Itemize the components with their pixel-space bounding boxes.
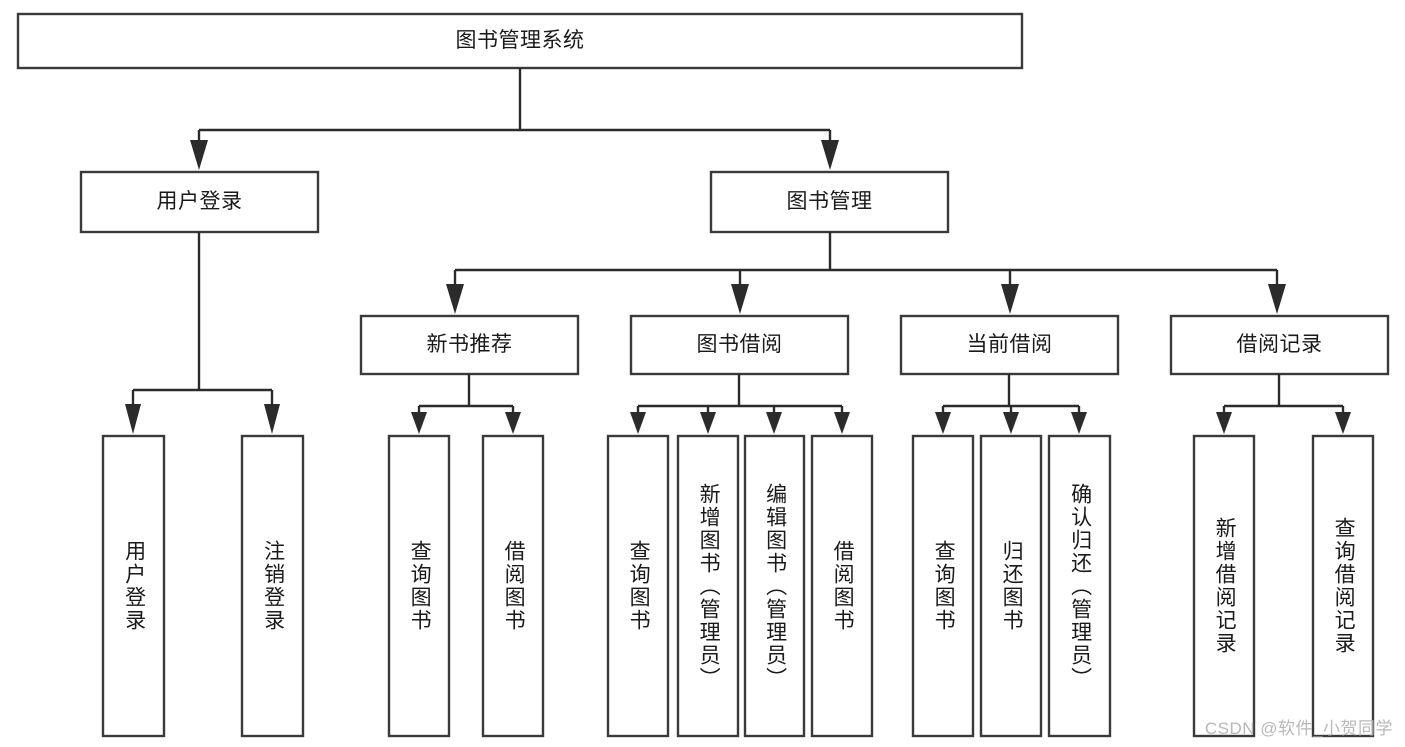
node-box-borrow-record[interactable] (1169, 314, 1390, 376)
node-box-new-book-recommend[interactable] (359, 314, 580, 376)
connector-current-borrow-to-leaves (935, 374, 1087, 434)
node-box-current-borrow[interactable] (899, 314, 1120, 376)
node-box-root[interactable] (16, 12, 1024, 70)
node-box-user-login[interactable] (79, 170, 320, 234)
node-box-leaf-query-book-2[interactable] (606, 434, 670, 738)
node-box-book-management[interactable] (709, 170, 950, 234)
node-box-leaf-edit-book[interactable] (743, 434, 806, 738)
connector-book-management-to-level3 (446, 232, 1286, 314)
node-box-leaf-query-book-1[interactable] (387, 434, 451, 738)
arrow-head-leaf-user-logout (264, 404, 280, 434)
connector-root-to-level2 (190, 68, 839, 170)
arrow-head-leaf-user-login (125, 404, 141, 434)
arrow-head-leaf-borrow-book-1 (505, 412, 521, 434)
node-box-leaf-borrow-book-1[interactable] (481, 434, 545, 738)
arrow-head-leaf-add-record (1216, 412, 1232, 434)
node-box-leaf-borrow-book-2[interactable] (810, 434, 874, 738)
node-box-leaf-add-book[interactable] (676, 434, 740, 738)
arrow-head-leaf-edit-book (766, 412, 782, 434)
arrow-head-leaf-query-book-1 (411, 412, 427, 434)
arrow-head-leaf-confirm-return (1071, 412, 1087, 434)
node-box-leaf-user-logout[interactable] (240, 434, 305, 738)
arrow-head-book-borrow (731, 284, 749, 314)
arrow-head-user-login (190, 140, 208, 170)
node-box-leaf-add-record[interactable] (1192, 434, 1256, 738)
node-box-book-borrow[interactable] (629, 314, 850, 376)
node-box-leaf-return-book[interactable] (979, 434, 1043, 738)
node-box-leaf-confirm-return[interactable] (1047, 434, 1112, 738)
arrow-head-new-book-recommend (446, 284, 464, 314)
arrow-head-borrow-record (1268, 284, 1286, 314)
arrow-head-current-borrow (1001, 284, 1019, 314)
connector-user-login-to-leaves (125, 232, 280, 434)
arrow-head-book-management (821, 140, 839, 170)
arrow-head-leaf-query-book-3 (935, 412, 951, 434)
arrow-head-leaf-query-book-2 (630, 412, 646, 434)
connector-borrow-record-to-leaves (1216, 374, 1351, 434)
csdn-watermark: CSDN @软件_小贺同学 (1204, 719, 1393, 738)
arrow-head-leaf-return-book (1003, 412, 1019, 434)
node-box-leaf-user-login[interactable] (101, 434, 166, 738)
arrow-head-leaf-add-book (700, 412, 716, 434)
arrow-head-leaf-query-record (1335, 412, 1351, 434)
node-box-leaf-query-book-3[interactable] (911, 434, 975, 738)
arrow-head-leaf-borrow-book-2 (834, 412, 850, 434)
connector-book-borrow-to-leaves (630, 374, 850, 434)
connector-new-book-recommend-to-leaves (411, 374, 521, 434)
node-box-leaf-query-record[interactable] (1311, 434, 1375, 738)
